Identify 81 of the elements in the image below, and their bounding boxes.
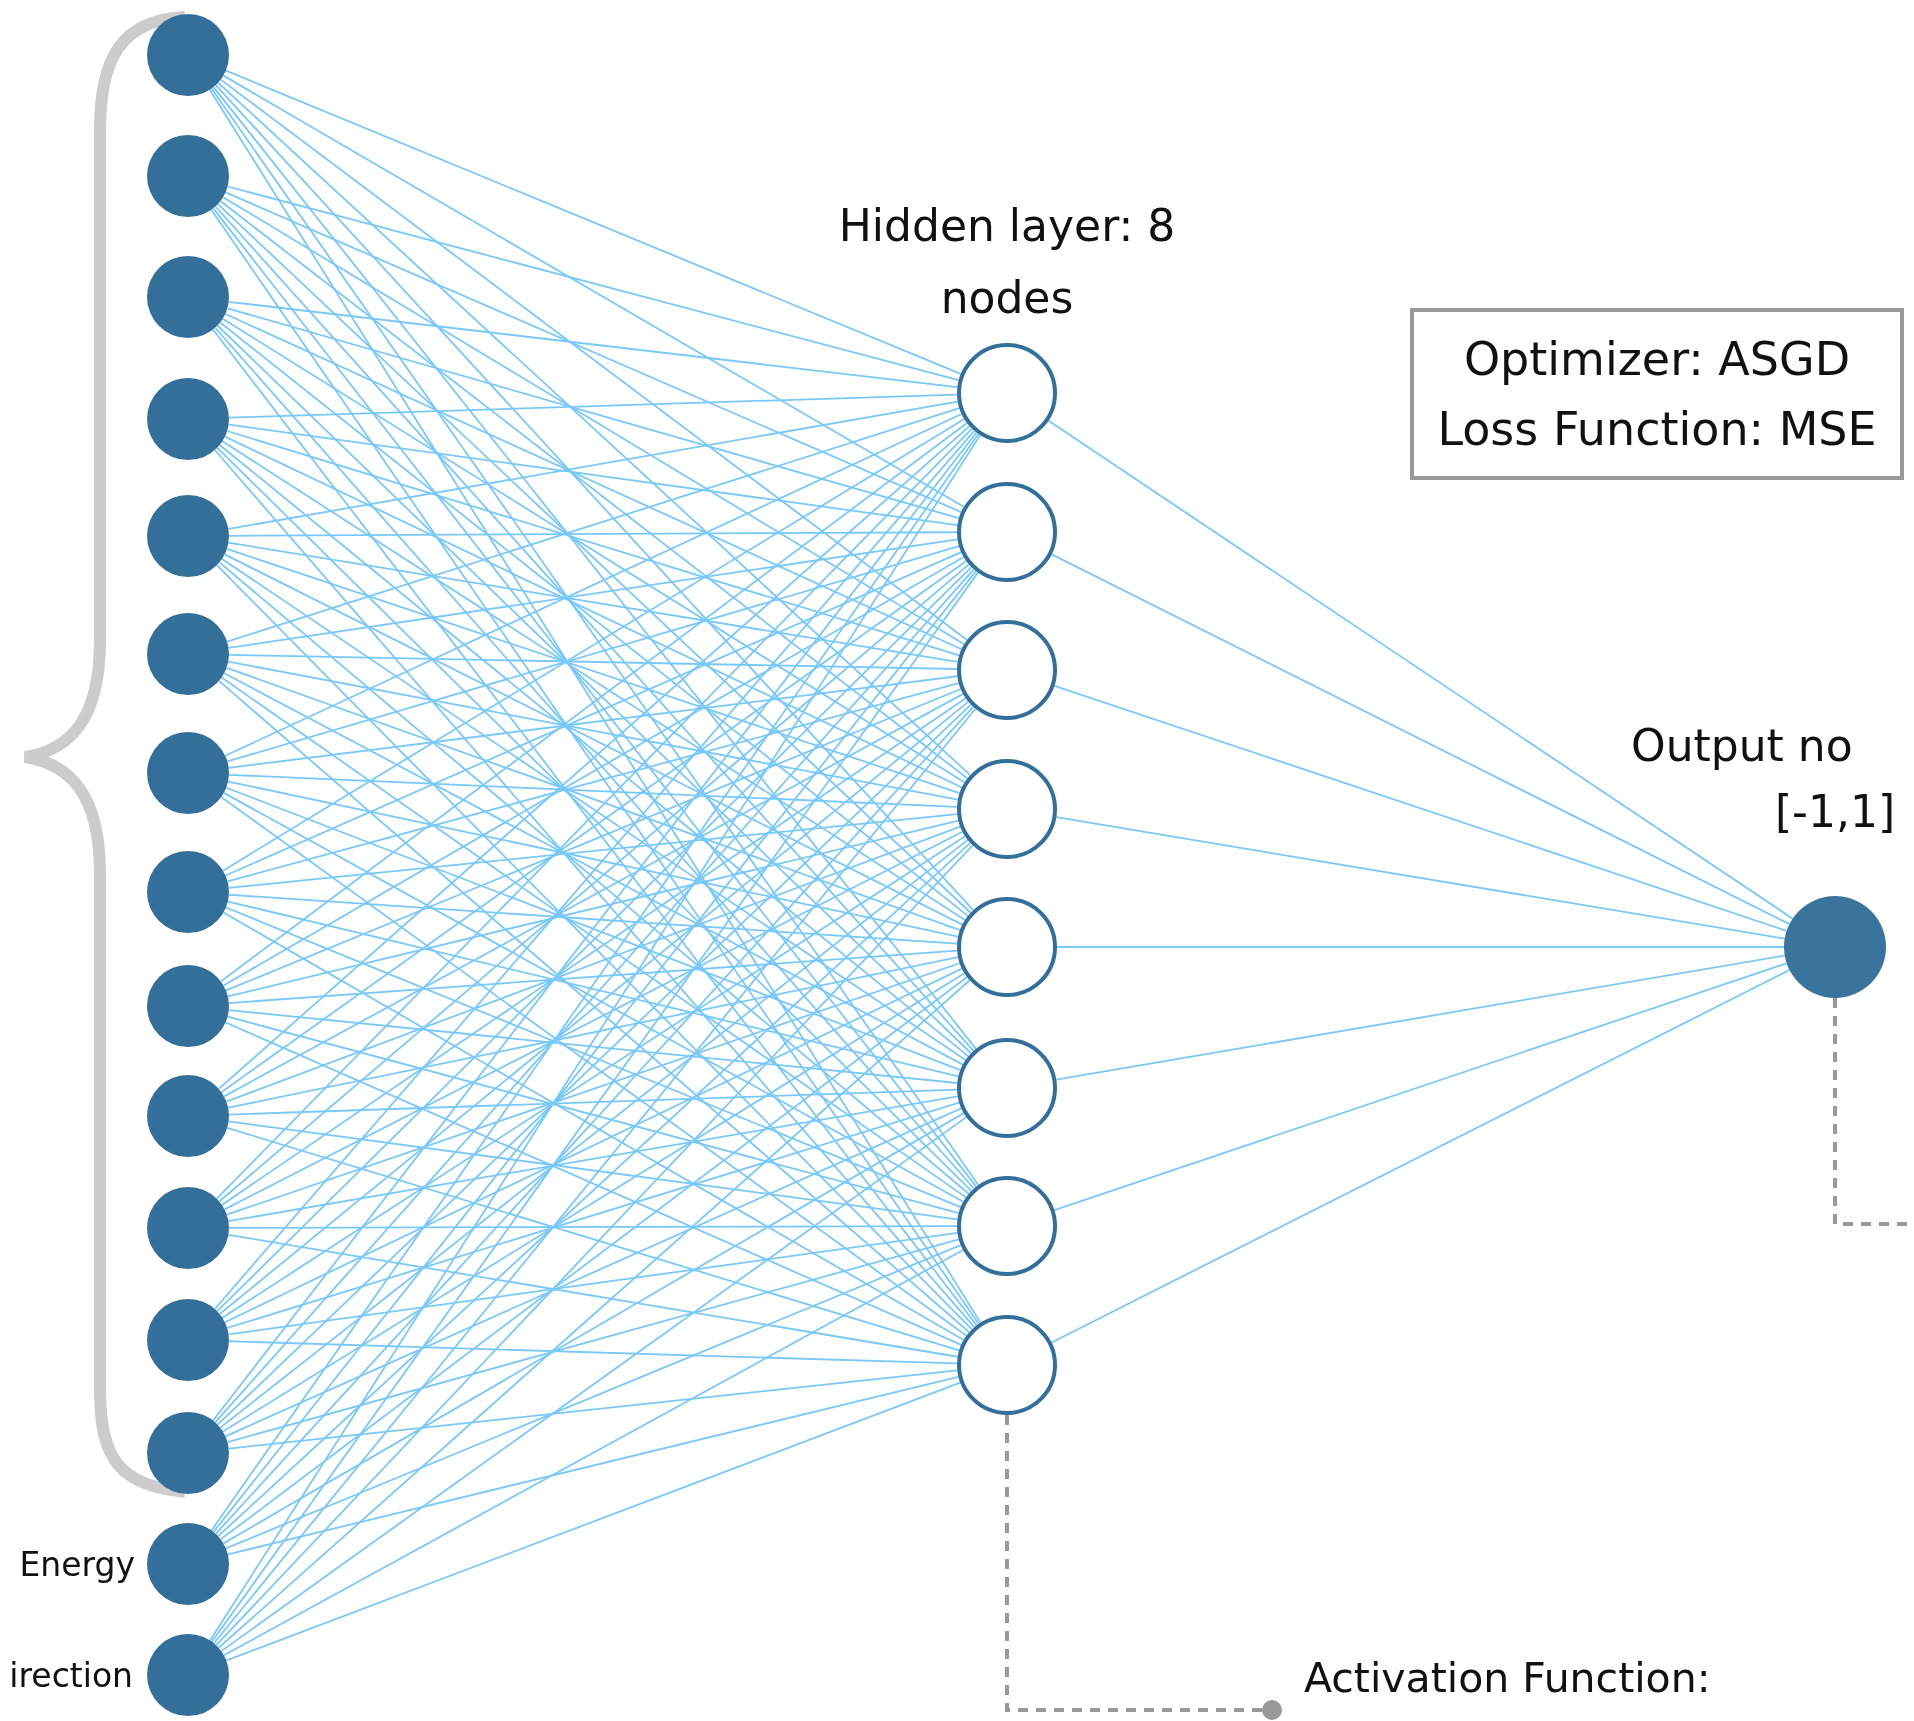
layer-label: Hidden layer: 8 nodes — [837, 199, 1177, 325]
connection-line — [1055, 816, 1786, 940]
connection-line — [227, 956, 959, 1109]
connection-line — [226, 1015, 960, 1214]
connection-line — [1047, 419, 1794, 920]
connection-line — [216, 203, 972, 914]
node-label: irection — [9, 1655, 133, 1695]
connection-line — [219, 839, 969, 1429]
connection-line — [1050, 553, 1791, 926]
connection-line — [227, 1369, 959, 1450]
connection-line — [226, 819, 960, 998]
connection-line — [227, 1232, 959, 1336]
connection-line — [219, 321, 969, 917]
connection-line — [222, 1112, 965, 1545]
connection-line — [222, 911, 965, 1341]
connection-line — [224, 313, 963, 651]
connection-line — [220, 1116, 968, 1652]
info-text: Optimizer: ASGD Loss Function: MSE — [1436, 331, 1878, 458]
connection-line — [227, 300, 959, 389]
connection-line — [224, 191, 963, 513]
connection-line — [227, 1095, 959, 1222]
connection-line — [226, 1127, 961, 1352]
connection-line — [226, 185, 960, 382]
connection-line — [222, 972, 966, 1433]
connection-line — [217, 81, 972, 777]
node-label: Output no — [1631, 720, 1853, 771]
connection-line — [228, 1340, 958, 1365]
connection-line — [223, 1249, 965, 1657]
connection-line — [228, 1225, 958, 1229]
info-box — [1410, 308, 1904, 480]
connection-line — [222, 196, 966, 646]
connection-line — [227, 675, 959, 769]
connection-line — [1053, 962, 1788, 1211]
connection-line — [228, 773, 958, 808]
connection-line — [1055, 954, 1786, 1081]
connection-line — [227, 1233, 959, 1358]
connection-line — [226, 900, 960, 1078]
connection-line — [1056, 946, 1785, 948]
connection-line — [219, 976, 968, 1541]
connection-line — [227, 1009, 959, 1084]
connection-line — [226, 1238, 960, 1443]
connection-line — [226, 1375, 960, 1556]
connection-line — [217, 979, 971, 1649]
neuron-node — [147, 1412, 229, 1494]
connection-line — [224, 967, 963, 1324]
connection-line — [221, 317, 966, 784]
annotation-text: Activation Function: — [1303, 1653, 1712, 1704]
connection-line — [226, 307, 960, 520]
connection-line — [224, 1107, 963, 1438]
connection-line — [219, 200, 969, 780]
connection-line — [1050, 969, 1791, 1344]
connection-line — [225, 666, 961, 932]
connection-line — [225, 1244, 962, 1550]
connection-line — [228, 531, 958, 537]
connection-line — [225, 786, 962, 1071]
connection-line — [227, 400, 959, 530]
connection-line — [224, 1021, 963, 1346]
node-label: Energy — [19, 1544, 135, 1584]
connection-line — [228, 893, 958, 945]
connection-line — [225, 825, 962, 1103]
connection-line — [225, 1381, 962, 1662]
connection-line — [226, 1101, 961, 1329]
connection-line — [227, 1120, 959, 1221]
connection-line — [225, 688, 962, 992]
connection-line — [1053, 684, 1788, 932]
connection-line — [226, 682, 960, 883]
connection-line — [225, 962, 961, 1216]
connection-line — [225, 69, 962, 375]
connection-line — [228, 393, 958, 419]
connection-line — [227, 660, 959, 801]
connection-line — [227, 423, 959, 527]
connection-line — [227, 780, 959, 938]
connection-line — [228, 653, 958, 670]
connection-line — [227, 813, 959, 889]
neuron-node — [147, 14, 229, 96]
connection-line — [222, 74, 965, 508]
connection-line — [225, 906, 962, 1208]
node-label: [-1,1] — [1774, 786, 1896, 837]
connection-line — [228, 1088, 958, 1116]
connection-line — [219, 78, 968, 641]
dashed-connector — [1005, 1415, 1282, 1720]
